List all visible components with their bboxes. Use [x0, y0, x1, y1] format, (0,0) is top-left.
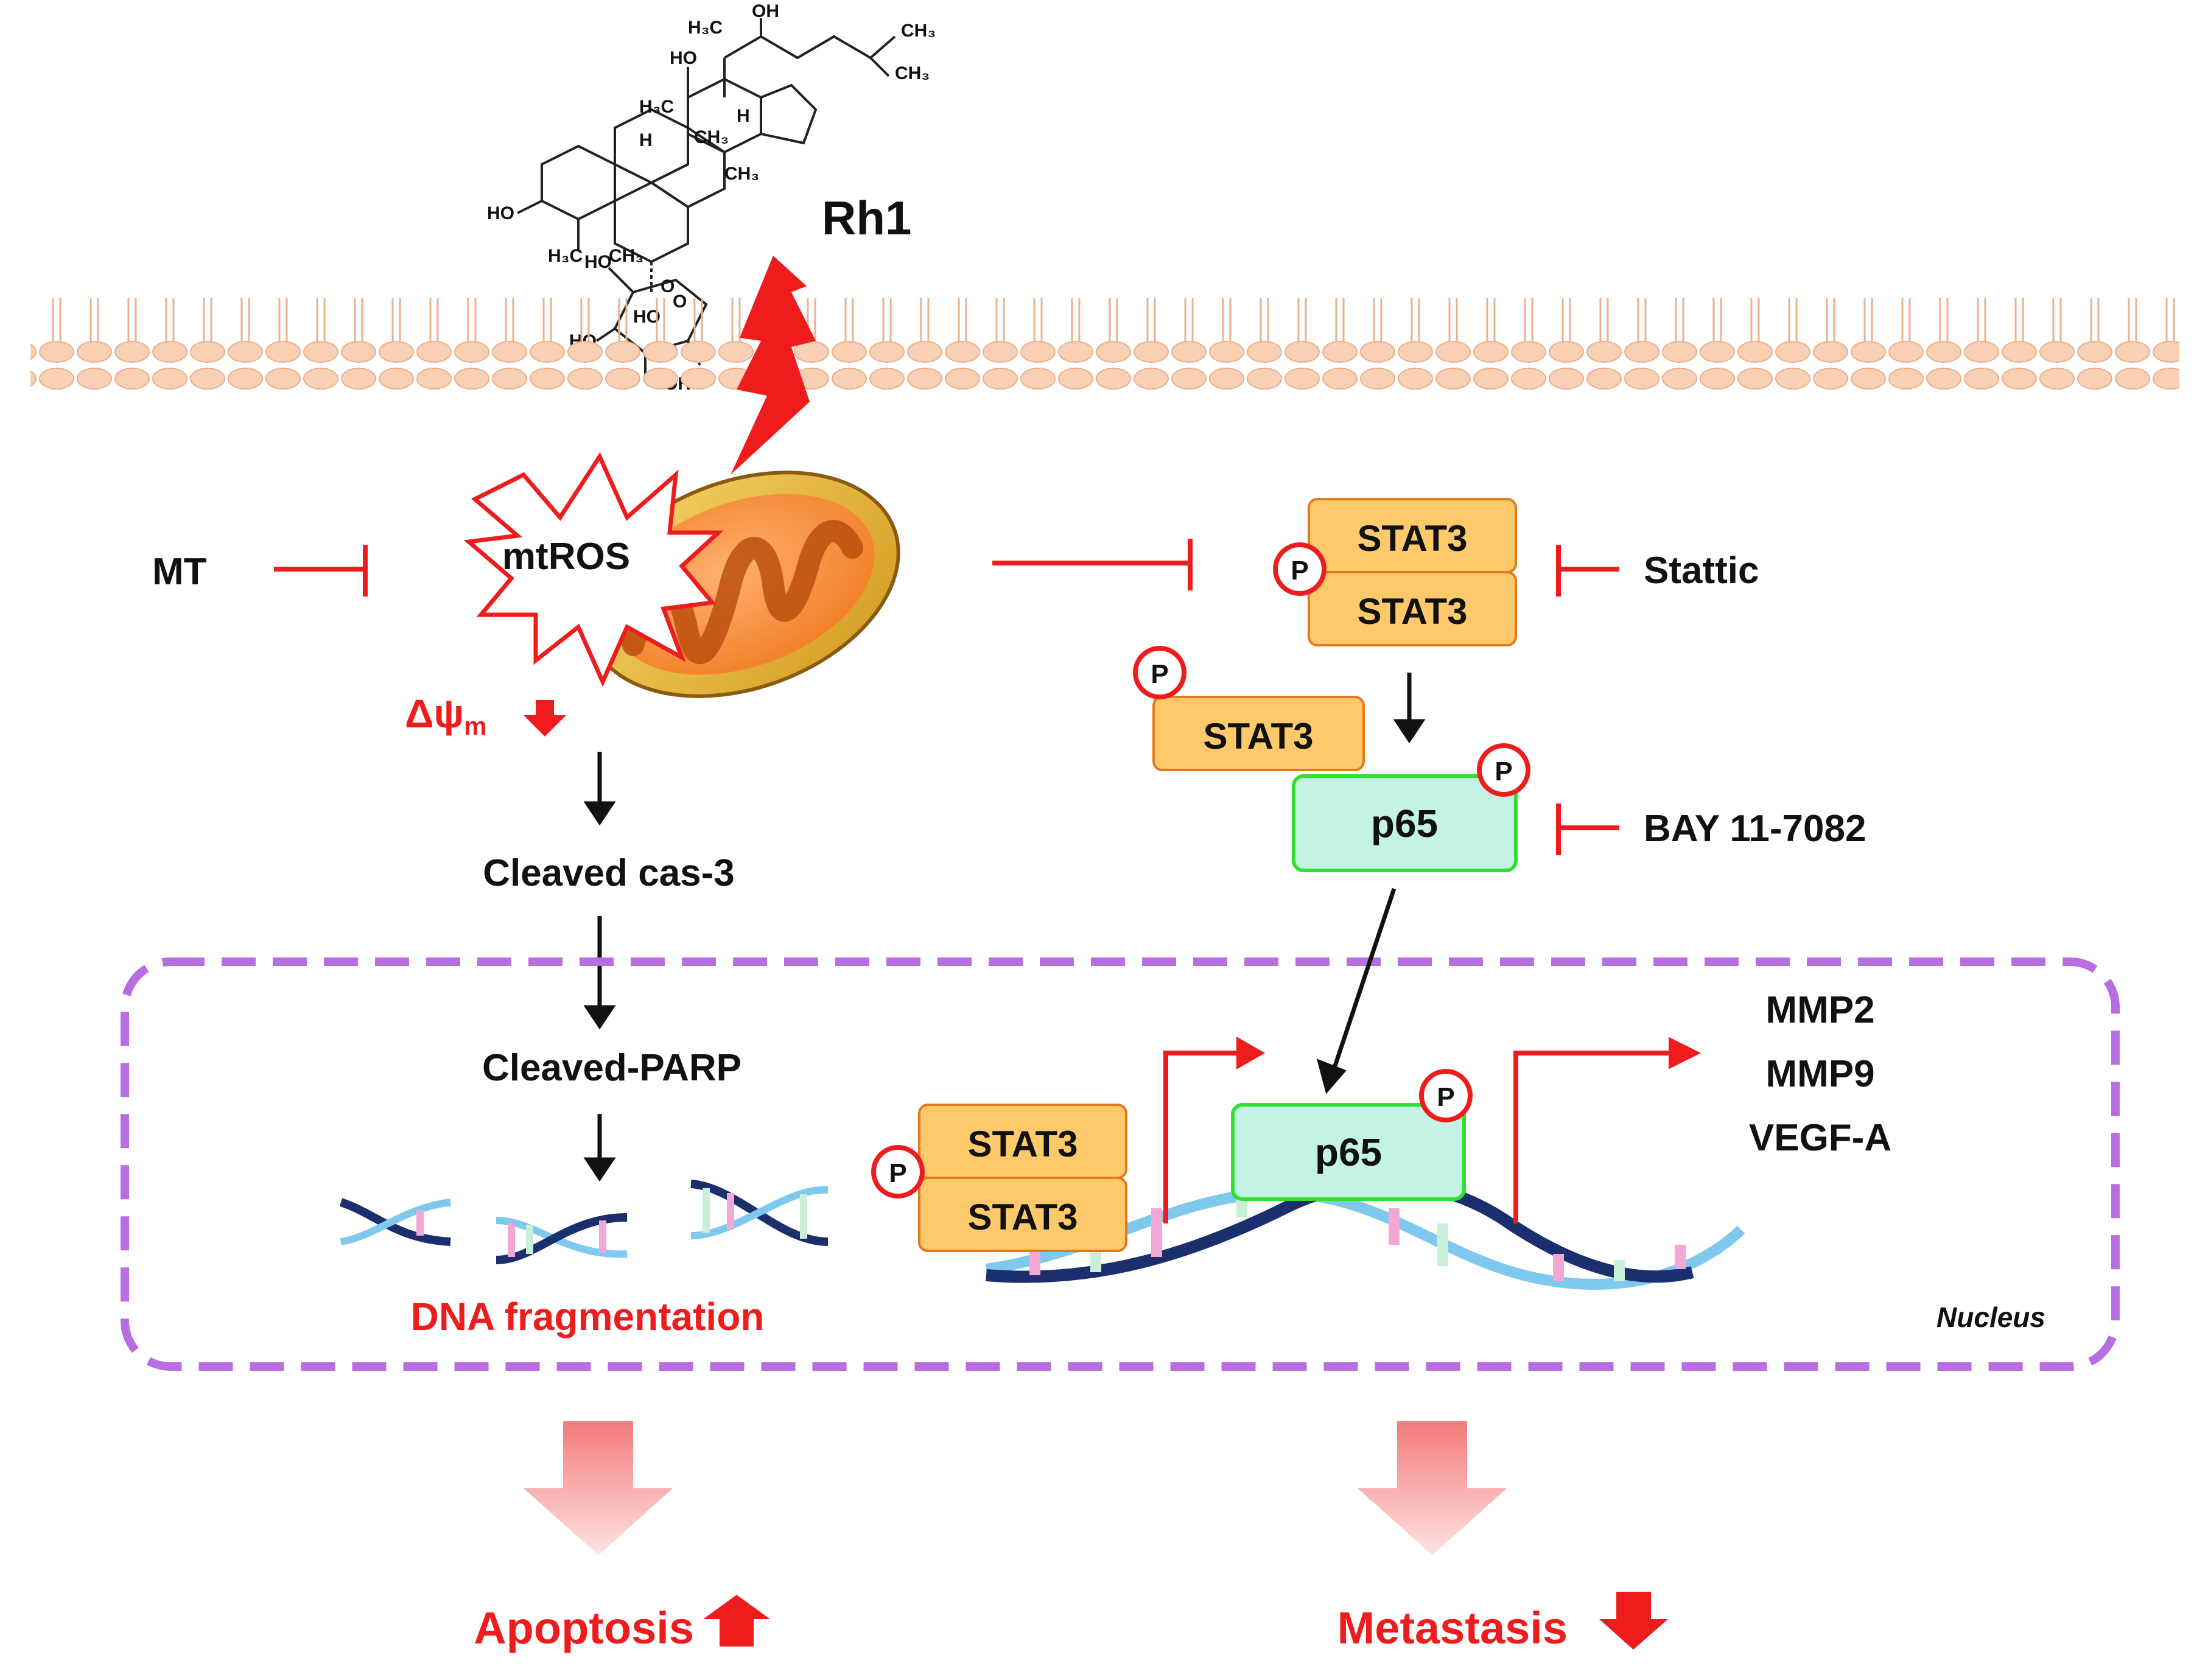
stat3-dimer-nucleus: STAT3 STAT3 P — [871, 1104, 1127, 1252]
mito-stat3-inhibition-bar — [992, 539, 1193, 590]
stat3-down-arrow — [1393, 673, 1426, 744]
cell-membrane — [30, 298, 2179, 390]
struct-label: H₃C — [639, 97, 674, 117]
struct-label: O — [661, 276, 675, 296]
p65-nucleus: p65 P — [1231, 1069, 1473, 1201]
stat3-label: STAT3 — [967, 1124, 1078, 1164]
struct-label: CH₃ — [901, 21, 936, 41]
cleaved-cas3-label: Cleaved cas-3 — [483, 852, 735, 894]
struct-label: CH₃ — [895, 63, 930, 83]
phospho-badge — [1419, 1069, 1473, 1122]
stattic-label: Stattic — [1644, 550, 1759, 592]
phospho-label: P — [1495, 757, 1512, 786]
transcription-arrow-left — [1163, 1037, 1266, 1223]
struct-label: H — [737, 106, 750, 126]
apoptosis-big-arrow — [524, 1421, 673, 1555]
apoptosis-label: Apoptosis — [474, 1603, 694, 1653]
bay-inhibitor-label: BAY 11-7082 — [1644, 808, 1866, 850]
phospho-badge — [871, 1145, 925, 1199]
down-arrow-icon — [524, 700, 566, 737]
target-gene-label: MMP9 — [1765, 1053, 1874, 1095]
stattic-inhibition-bar — [1556, 545, 1619, 597]
target-gene-label: VEGF-A — [1749, 1117, 1891, 1159]
phospho-badge — [1133, 646, 1186, 699]
mtros-label: mtROS — [502, 536, 630, 578]
stat3-label: STAT3 — [1357, 591, 1467, 632]
transcription-arrow-right — [1513, 1037, 1701, 1223]
drug-name-label: Rh1 — [822, 191, 911, 245]
struct-label: HO — [487, 203, 514, 223]
p65-translocation-arrow — [1316, 887, 1397, 1094]
struct-label: H₃C — [548, 246, 583, 266]
p65-label: p65 — [1315, 1130, 1382, 1174]
dna-fragmentation-label: DNA fragmentation — [411, 1295, 765, 1339]
target-genes: MMP2 MMP9 VEGF-A — [1749, 989, 1891, 1159]
stat3-label: STAT3 — [1203, 716, 1313, 757]
stat3-p65-complex: STAT3 P p65 P — [1133, 646, 1530, 872]
struct-label: OH — [752, 1, 779, 21]
struct-label: CH₃ — [694, 127, 729, 147]
cleaved-parp-label: Cleaved-PARP — [482, 1047, 741, 1089]
metastasis-big-arrow — [1358, 1421, 1507, 1555]
p65-label: p65 — [1371, 802, 1438, 845]
stat3-label: STAT3 — [967, 1197, 1078, 1237]
membrane-potential-label: Δψm — [405, 691, 487, 740]
dna-fragments — [339, 1180, 829, 1264]
stat3-label: STAT3 — [1357, 518, 1467, 559]
phospho-label: P — [1437, 1082, 1454, 1112]
phospho-badge — [1273, 542, 1327, 596]
down-arrow-icon — [1599, 1592, 1668, 1650]
struct-label: HO — [584, 252, 612, 272]
mt-inhibitor-label: MT — [152, 551, 207, 593]
struct-label: CH₃ — [609, 246, 643, 266]
nucleus-label: Nucleus — [1936, 1301, 2045, 1333]
up-arrow-icon — [703, 1595, 770, 1647]
lightning-bolt-icon — [731, 256, 816, 475]
struct-label: H — [639, 130, 653, 150]
mt-inhibition-bar — [274, 545, 368, 597]
target-gene-label: MMP2 — [1765, 989, 1874, 1031]
mtros-burst — [463, 452, 724, 687]
phospho-badge — [1477, 743, 1530, 797]
struct-label: CH₃ — [724, 164, 759, 184]
bay-inhibition-bar — [1556, 803, 1619, 855]
metastasis-label: Metastasis — [1337, 1603, 1568, 1653]
phospho-label: P — [889, 1158, 906, 1188]
phospho-label: P — [1151, 659, 1168, 689]
nucleus-border — [121, 957, 2120, 1371]
phospho-label: P — [1291, 556, 1308, 586]
stat3-dimer-cytoplasm: STAT3 STAT3 P — [1273, 498, 1517, 646]
struct-label: H₃C — [688, 18, 723, 38]
struct-label: HO — [670, 48, 697, 68]
